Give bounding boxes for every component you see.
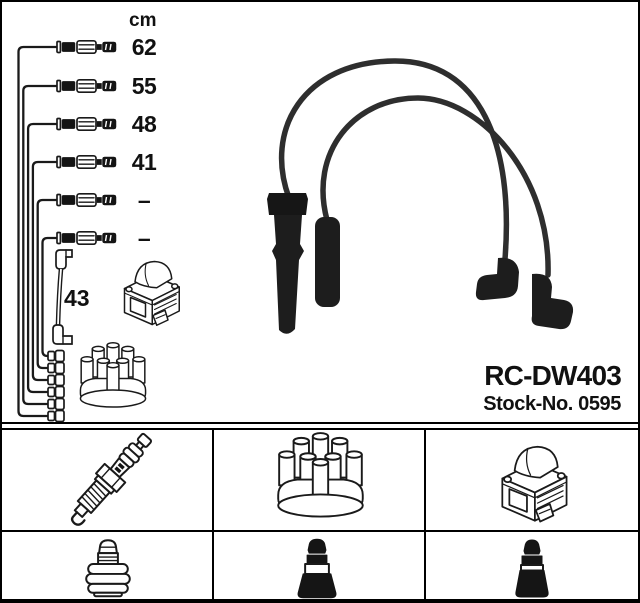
distributor-cap-icon bbox=[277, 432, 364, 518]
cylinder-boot bbox=[315, 217, 340, 307]
cable-length-value: 41 bbox=[131, 149, 157, 175]
harness-wires bbox=[17, 45, 60, 418]
ignition-coil-diagram-icon bbox=[123, 260, 180, 326]
panel-cell-spark-plug bbox=[2, 430, 214, 532]
straight-boot-outline-icon bbox=[85, 539, 131, 598]
cable-length-value: 55 bbox=[131, 73, 157, 99]
panel-cell-boot-black-narrow bbox=[426, 532, 638, 599]
long-straight-boot bbox=[272, 215, 304, 334]
unit-header: cm bbox=[129, 10, 157, 31]
coil-wire-length: 43 bbox=[64, 285, 90, 311]
panel-cell-ignition-coil bbox=[426, 430, 638, 532]
diagram-area: cm 62 55 48 41 – – 43 RC-DW403 Stock-No.… bbox=[2, 2, 638, 424]
ignition-leads-photo bbox=[267, 58, 574, 334]
stock-number: Stock-No. 0595 bbox=[483, 393, 621, 415]
panel-cell-boot-outline bbox=[2, 532, 214, 599]
coil-wire-icon bbox=[52, 249, 73, 345]
components-panel bbox=[2, 428, 638, 599]
long-boot-cap bbox=[267, 193, 308, 215]
cable-length-value: 48 bbox=[131, 111, 157, 137]
wiring-diagram bbox=[17, 39, 574, 422]
part-number: RC-DW403 bbox=[484, 360, 622, 391]
black-boot-narrow-icon bbox=[515, 539, 549, 598]
connector-stack-icon bbox=[47, 349, 65, 422]
spark-plug-icon bbox=[60, 430, 159, 530]
elbow-boot-left bbox=[475, 257, 519, 301]
cable-end-row-icons bbox=[56, 39, 117, 246]
cable-length-value: 62 bbox=[131, 34, 157, 60]
distributor-cap-diagram-icon bbox=[79, 341, 147, 408]
panel-cell-boot-black-wide bbox=[214, 532, 426, 599]
black-boot-wide-icon bbox=[297, 538, 337, 599]
cable-length-value: – bbox=[137, 225, 151, 251]
cable-length-value: – bbox=[137, 187, 151, 213]
elbow-boot-right bbox=[531, 273, 574, 330]
panel-cell-distributor-cap bbox=[214, 430, 426, 532]
ignition-coil-icon bbox=[501, 445, 568, 523]
